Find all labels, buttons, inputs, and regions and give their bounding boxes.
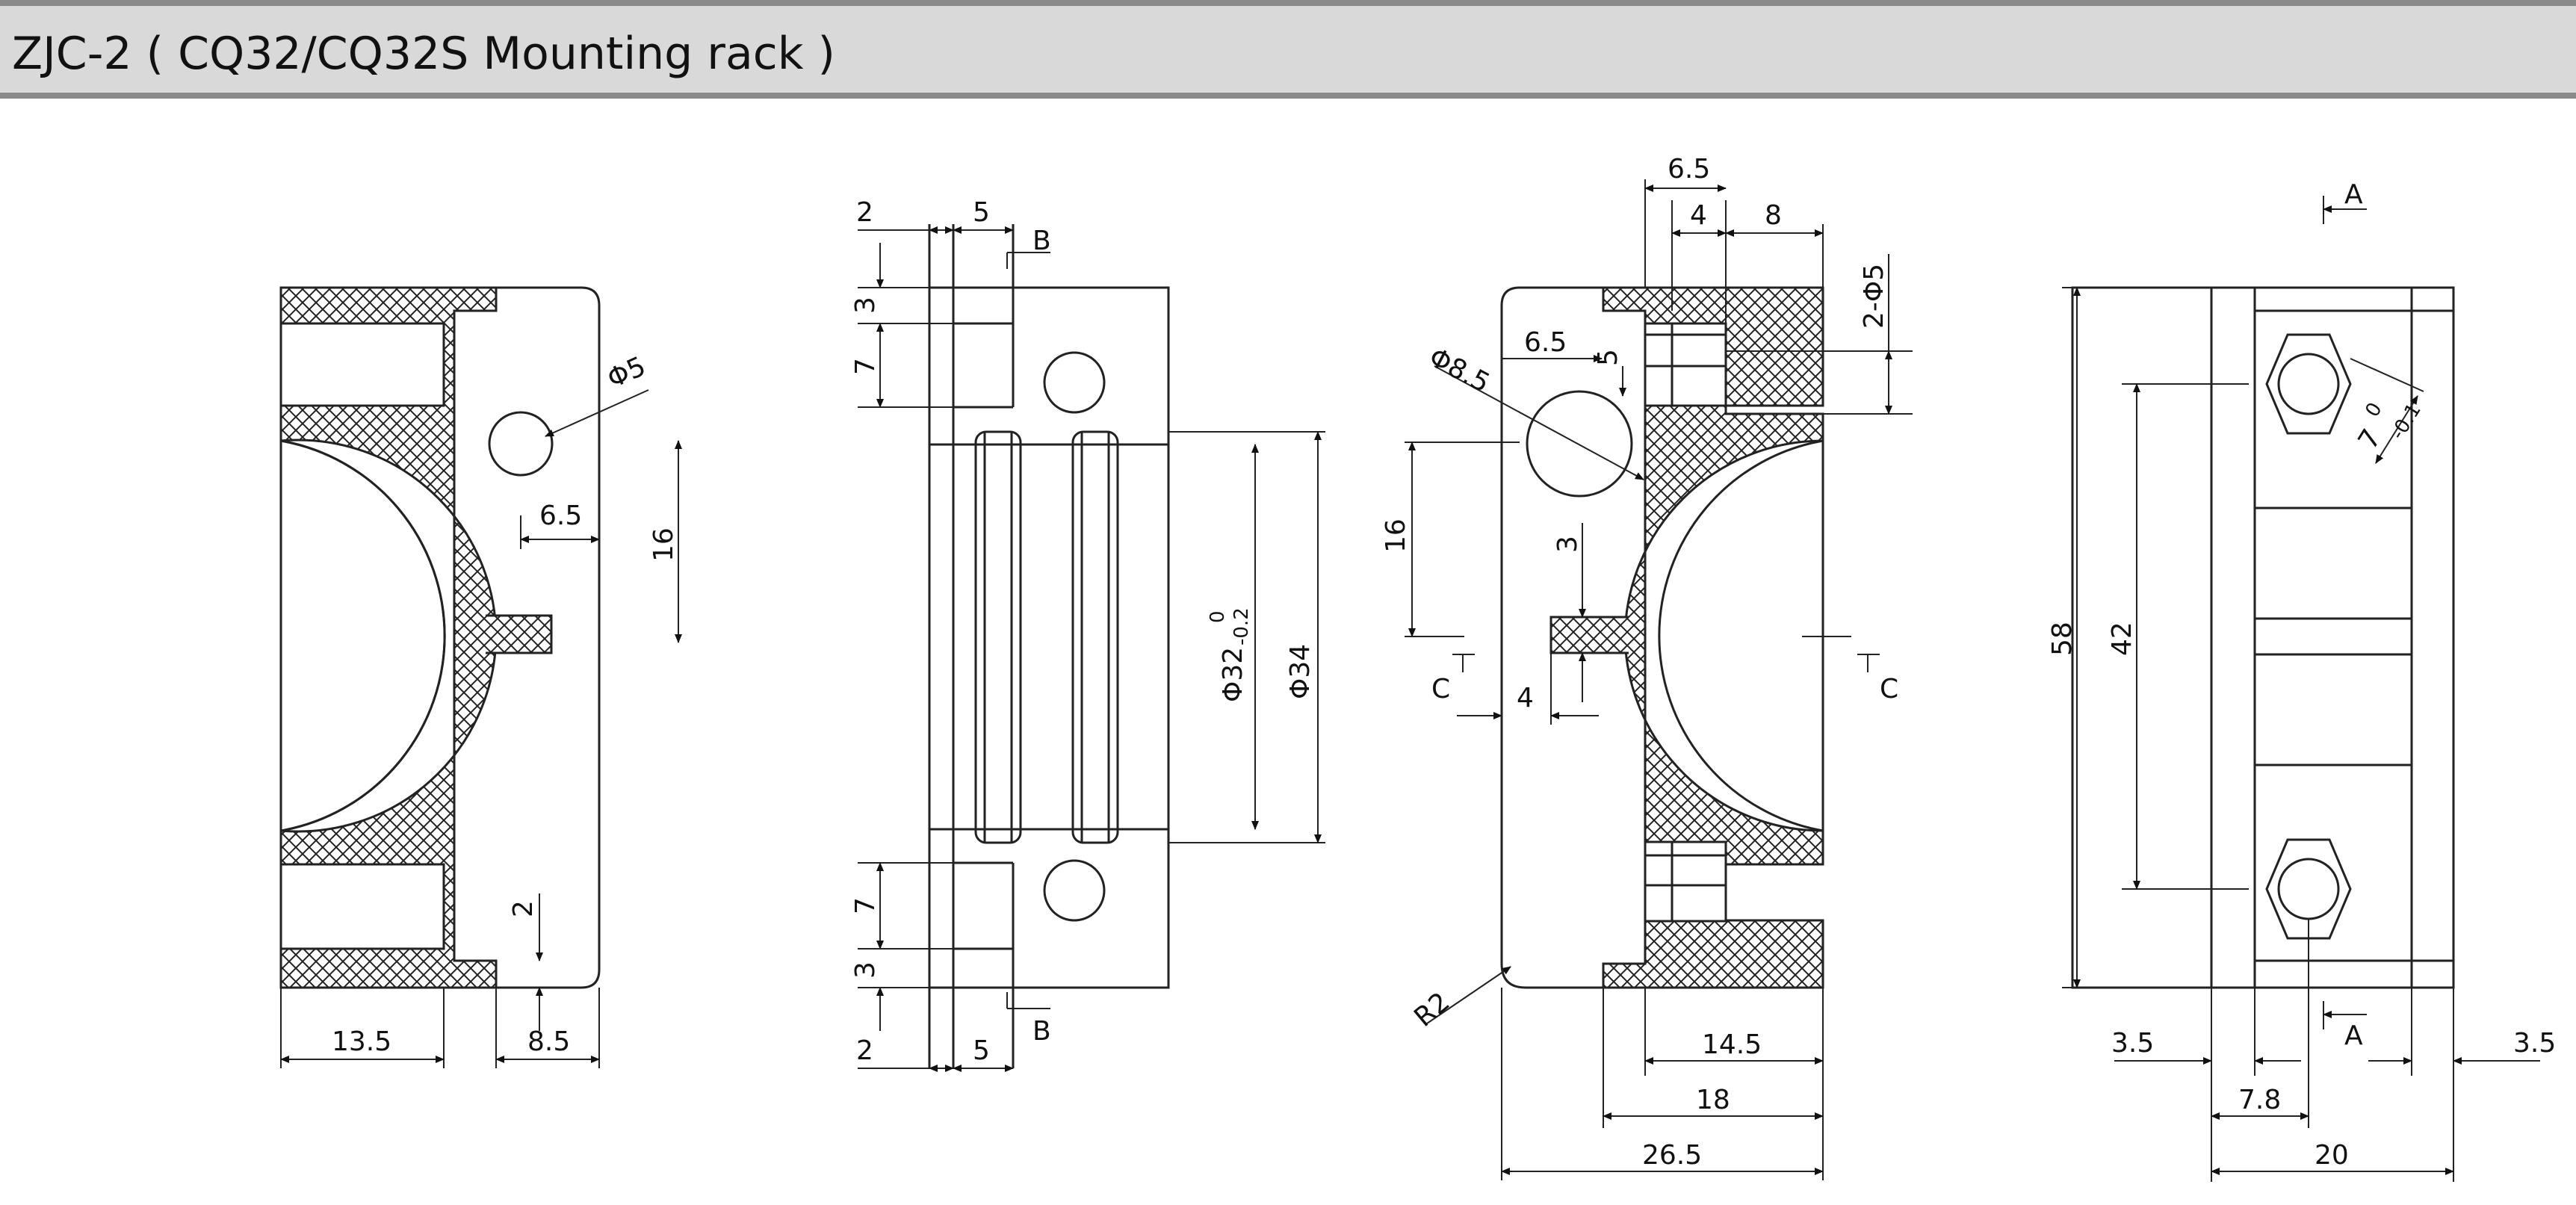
v4-a-top-label: A (2344, 179, 2363, 210)
title-bar: ZJC-2 ( CQ32/CQ32S Mounting rack ) (0, 0, 2576, 99)
view2-groove-1 (974, 430, 1022, 844)
v4-3-5-right-label: 3.5 (2513, 1028, 2556, 1059)
v2-3-top-label: 3 (850, 297, 881, 314)
v3-8-top-label: 8 (1765, 200, 1782, 231)
v2-3-bot-label: 3 (850, 961, 881, 979)
v2-5-top-label: 5 (973, 197, 990, 228)
view4-outline (2071, 286, 2455, 989)
view1-tab (486, 614, 553, 654)
v1-13-5-label: 13.5 (332, 1026, 391, 1057)
v3-4-top-label: 4 (1690, 200, 1707, 231)
v3-2phi5-label: 2-Φ5 (1859, 264, 1889, 329)
labels: Φ5 6.5 16 2 13.5 8.5 2 5 B 3 7 Φ32 0 -0.… (332, 154, 2556, 1171)
v3-c-left-label: C (1431, 674, 1450, 704)
v2-phi34-label: Φ34 (1285, 644, 1316, 699)
v4-7-upper: 0 (2361, 399, 2386, 421)
view-4-side (2071, 286, 2455, 989)
v2-phi32-upper: 0 (1207, 610, 1229, 623)
view2-hole-top (1043, 351, 1106, 414)
v4-a-bot-label: A (2344, 1020, 2363, 1051)
view3-outline (1500, 286, 1603, 989)
view1-hole (488, 411, 554, 477)
v2-b-bot-label: B (1032, 1016, 1051, 1047)
v3-phi8-5-label: Φ8.5 (1424, 342, 1495, 399)
v2-7-top-label: 7 (850, 358, 881, 375)
view2-outline (928, 286, 1170, 989)
v3-18-label: 18 (1696, 1085, 1730, 1115)
v3-6-5-top-label: 6.5 (1668, 154, 1710, 185)
view-3-section (1500, 286, 1824, 989)
view4-dimensions (2062, 196, 2540, 1182)
v3-3-label: 3 (1552, 536, 1583, 553)
view2-groove-2 (1071, 430, 1119, 844)
view4-nut-top (2265, 333, 2352, 435)
view2-dimensions (858, 226, 1325, 1072)
view2-hole-bottom (1043, 859, 1106, 922)
v3-16-label: 16 (1381, 518, 1411, 553)
v2-b-top-label: B (1032, 226, 1051, 256)
v1-2-label: 2 (508, 900, 539, 917)
v2-2-top-label: 2 (856, 197, 873, 228)
v2-2-bot-label: 2 (856, 1035, 873, 1066)
view3-bore (1658, 439, 1824, 832)
v4-20-label: 20 (2315, 1140, 2349, 1171)
view3-hole (1526, 390, 1633, 498)
view1-body-hatch (279, 286, 498, 989)
v3-c-right-label: C (1880, 674, 1898, 704)
view4-bolt-bottom (2277, 858, 2340, 920)
view-1-section (279, 286, 601, 989)
view1-outline (496, 286, 601, 989)
v4-7-8-label: 7.8 (2238, 1085, 2281, 1115)
v4-42-label: 42 (2107, 622, 2137, 656)
v3-6-5-mid-label: 6.5 (1524, 327, 1567, 358)
view4-nut-bottom (2265, 838, 2352, 940)
v3-4-label: 4 (1517, 683, 1534, 713)
view3-tab (1549, 616, 1629, 654)
v4-3-5-left-label: 3.5 (2111, 1028, 2154, 1059)
view4-bolt-top (2277, 353, 2340, 415)
v3-14-5-label: 14.5 (1702, 1029, 1762, 1060)
v2-7-bot-label: 7 (850, 897, 881, 914)
view-2-elevation (928, 224, 1170, 1068)
v4-58-label: 58 (2047, 622, 2078, 656)
view1-slot-upper (279, 322, 445, 407)
view3-dimensions (1405, 179, 1913, 1180)
v1-16-label: 16 (648, 527, 679, 562)
v2-phi32-lower: -0.2 (1230, 607, 1253, 645)
v2-phi32-label: Φ32 (1218, 647, 1248, 702)
v3-26-5-label: 26.5 (1642, 1140, 1702, 1171)
v2-5-bot-label: 5 (973, 1035, 990, 1066)
view1-slot-lower (279, 863, 445, 950)
v3-r2-label: R2 (1408, 987, 1455, 1033)
page-title: ZJC-2 ( CQ32/CQ32S Mounting rack ) (12, 28, 835, 80)
v1-8-5-label: 8.5 (527, 1026, 570, 1057)
v1-6-5-label: 6.5 (539, 501, 582, 531)
v3-5-mid-label: 5 (1593, 349, 1623, 366)
view1-bore (279, 439, 446, 832)
v4-7-label: 7 (2353, 424, 2388, 455)
view1-dimensions (280, 389, 682, 1068)
v1-phi5-label: Φ5 (603, 351, 650, 394)
